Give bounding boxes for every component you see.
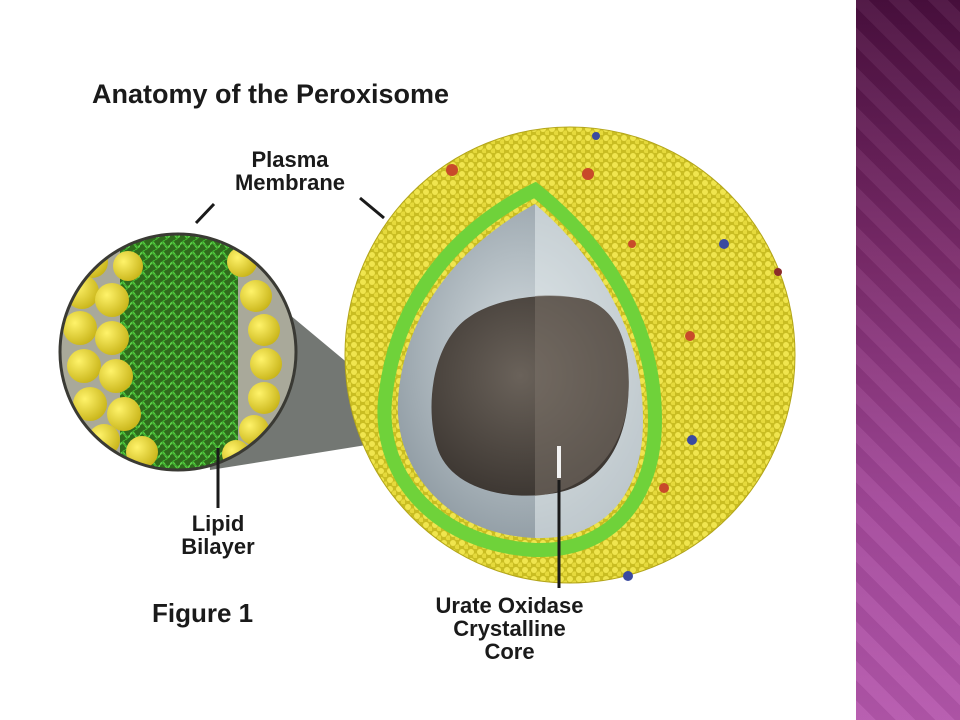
peroxisome-sphere [344,126,796,584]
urate-core-label-line2: Crystalline [453,616,566,642]
plasma-membrane-label-line2: Membrane [234,170,346,196]
lipid-bilayer-label: Lipid Bilayer [158,512,278,558]
plasma-membrane-label-line1: Plasma [251,147,329,172]
diagram-title: Anatomy of the Peroxisome [92,79,450,109]
lipid-bilayer-label-line1: Lipid [191,511,245,536]
lipid-heads-right [222,247,282,468]
slide-canvas: Anatomy of the Peroxisome Plasma Membran… [58,79,796,664]
urate-core-label-line1: Urate Oxidase [435,593,584,618]
urate-core-label-line3: Core [484,639,535,665]
peroxisome-diagram [58,126,796,588]
lipid-heads-left [63,246,158,468]
urate-core-label: Urate Oxidase Crystalline Core [392,594,627,663]
membrane-layer [377,181,663,558]
lipid-bilayer-label-line2: Bilayer [181,534,255,560]
plasma-leader-left [194,202,216,225]
plasma-membrane-label: Plasma Membrane [215,148,365,194]
plasma-leader-right [359,196,385,220]
figure-caption: Figure 1 [152,598,254,628]
decorative-side-band [856,0,960,720]
lipid-bilayer-inset [58,232,298,472]
